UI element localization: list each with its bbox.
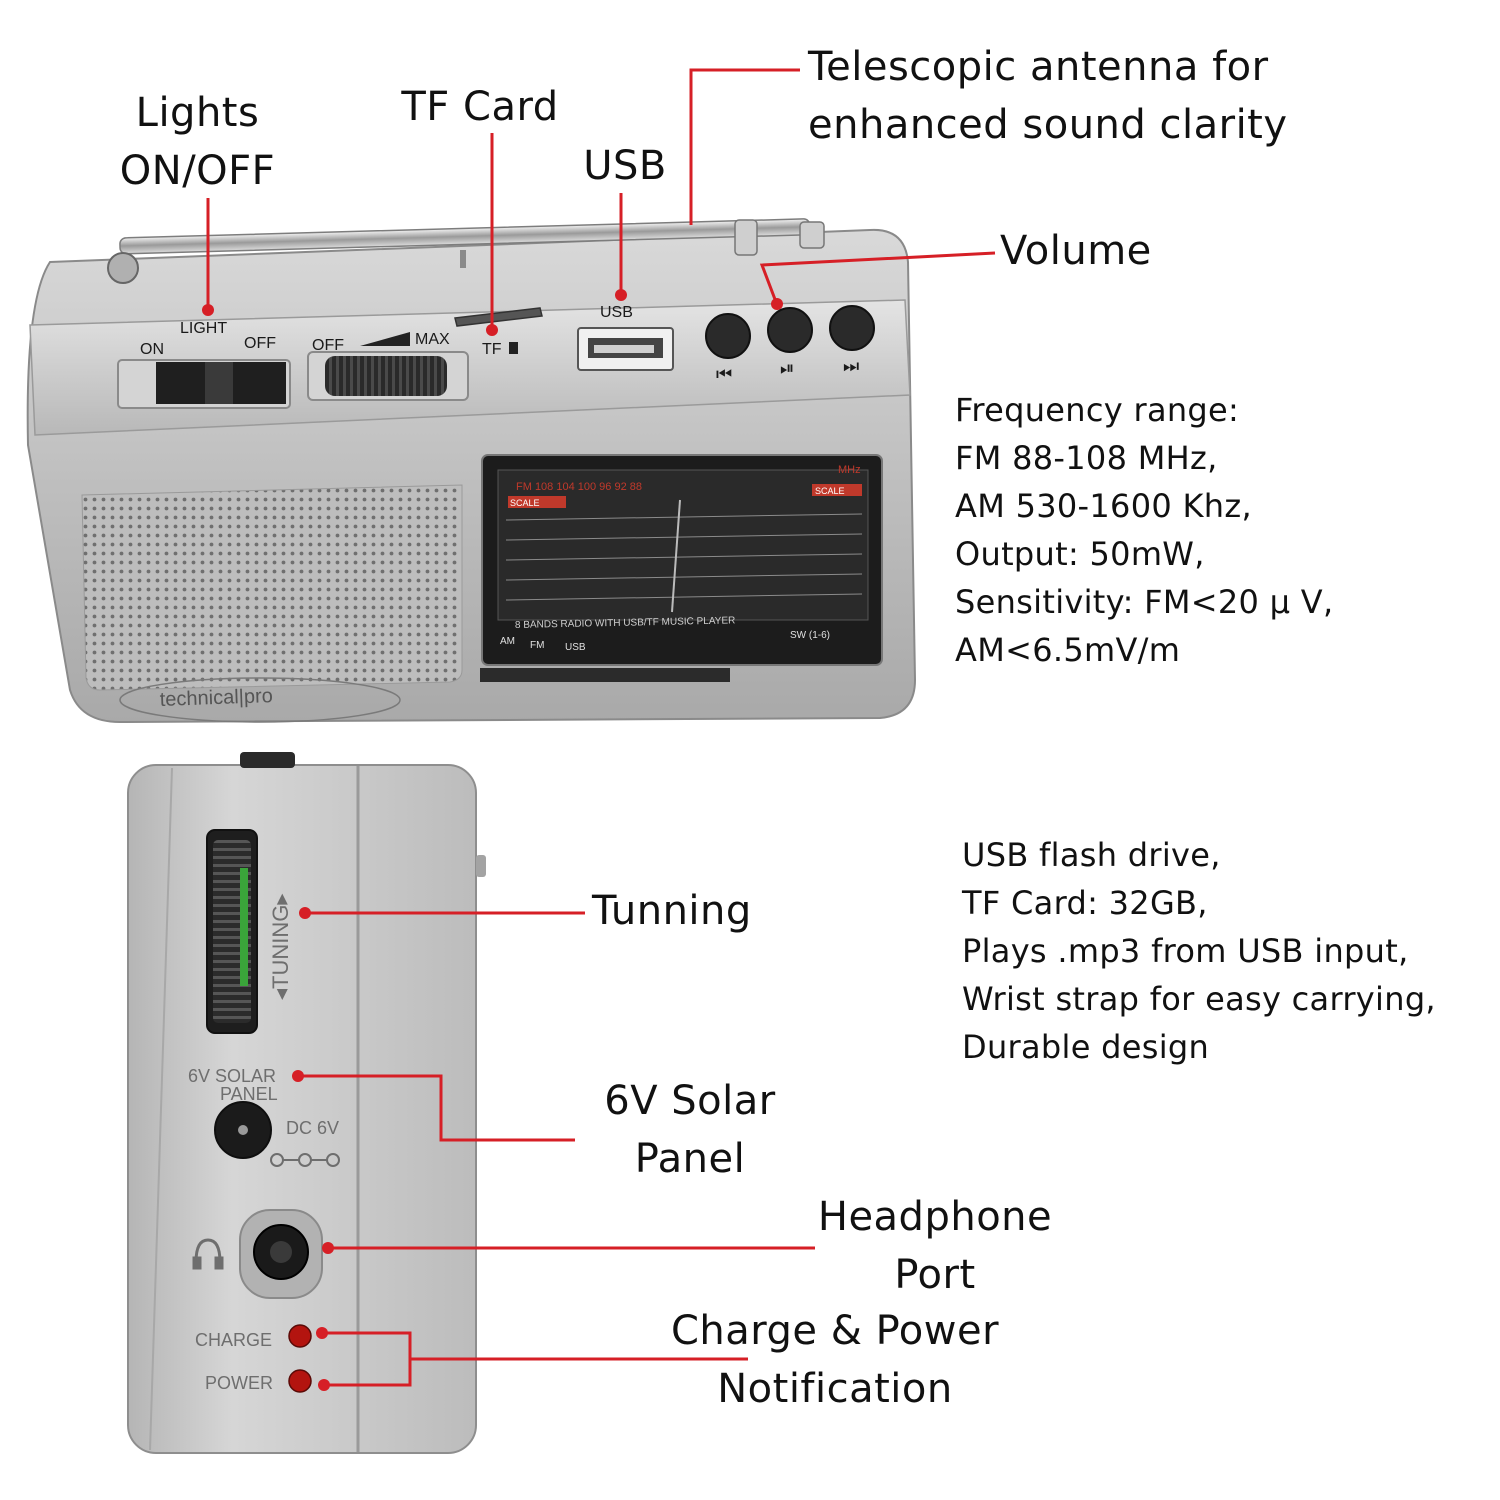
charge-label: CHARGE [195, 1330, 272, 1350]
polarity-icon [270, 1153, 340, 1167]
am-band-text: AM [500, 636, 515, 647]
light-off-label: OFF [244, 335, 276, 352]
solar-leader [298, 1074, 575, 1142]
volume-off-label: OFF [312, 337, 344, 354]
light-on-label: ON [140, 341, 164, 358]
speaker-grille [81, 484, 463, 691]
tuning-dial-panel [480, 454, 883, 682]
usb-band-text: USB [565, 642, 586, 653]
feature-list: USB flash drive, TF Card: 32GB, Plays .m… [962, 836, 1436, 1066]
frequency-specs: Frequency range: FM 88-108 MHz, AM 530-1… [955, 391, 1334, 669]
leader-dots [202, 289, 783, 1391]
headphone-callout: Headphone Port [817, 1194, 1053, 1298]
solar-panel-label-1: 6V SOLAR [188, 1066, 276, 1086]
light-label: LIGHT [180, 320, 227, 337]
play-pause-icon: ⏯ [780, 358, 794, 378]
play-pause-button[interactable] [767, 307, 813, 353]
tuning-wheel[interactable] [206, 829, 258, 1034]
charge-power-callout: Charge & Power Notification [670, 1308, 1000, 1412]
volume-wedge-icon [360, 332, 410, 346]
volume-leader [759, 251, 996, 303]
brand-logo: technical|pro [159, 685, 273, 711]
headphone-dot [322, 1242, 334, 1254]
scale-left-text: SCALE [510, 498, 540, 508]
brand-swoosh [119, 677, 401, 723]
volume-wheel[interactable] [307, 351, 469, 401]
tf-card-icon [509, 342, 518, 354]
charge-dot [316, 1327, 328, 1339]
side-body [127, 764, 477, 1454]
tf-label: TF [482, 341, 502, 358]
volume-max-label: MAX [415, 331, 450, 348]
top-button-nub [240, 752, 295, 768]
dc-jack-pin [238, 1125, 248, 1135]
power-label: POWER [205, 1373, 273, 1393]
radio-front-view: LIGHT ON OFF OFF MAX TF USB ⏮ ⏯ ⏭ [26, 218, 917, 724]
leader-lines [206, 68, 996, 1387]
strap-nub [476, 855, 486, 877]
charge-led [288, 1324, 312, 1348]
band-banner-text: 8 BANDS RADIO WITH USB/TF MUSIC PLAYER [515, 615, 736, 631]
usb-port[interactable] [577, 327, 674, 371]
prev-track-button[interactable] [705, 313, 751, 359]
power-dot [318, 1379, 330, 1391]
solar-dot [292, 1070, 304, 1082]
headphone-jack-hole [270, 1241, 292, 1263]
usb-port-label: USB [600, 304, 633, 321]
tf-card-slot[interactable] [454, 307, 543, 327]
next-track-icon: ⏭ [843, 356, 859, 376]
tunning-dot [299, 907, 311, 919]
solar-callout: 6V Solar Panel [604, 1078, 776, 1182]
telescopic-antenna [107, 218, 825, 284]
sw-range-text: SW (1-6) [790, 630, 830, 641]
lights-callout: Lights ON/OFF [119, 90, 276, 194]
next-track-button[interactable] [829, 305, 875, 351]
solar-panel-label-2: PANEL [220, 1084, 278, 1104]
volume-callout: Volume [1000, 228, 1152, 274]
antenna-leader [689, 68, 800, 225]
antenna-callout: Telescopic antenna for enhanced sound cl… [808, 44, 1288, 148]
power-led [288, 1369, 312, 1393]
radio-side-view: ◂TUNING▸ 6V SOLAR PANEL DC 6V CHARGE POW… [127, 752, 486, 1454]
lights-dot [202, 304, 214, 316]
fm-scale-text: FM 108 104 100 96 92 88 [516, 481, 642, 493]
usb-dot [615, 289, 627, 301]
usb-callout: USB [583, 143, 667, 189]
mhz-text: MHz [838, 464, 861, 476]
tunning-callout: Tunning [592, 888, 752, 934]
tf-card-dot [486, 324, 498, 336]
prev-track-icon: ⏮ [716, 364, 732, 384]
tf-card-callout: TF Card [401, 84, 559, 130]
side-edge [149, 767, 173, 1451]
dc-label: DC 6V [286, 1118, 339, 1138]
scale-right-text: SCALE [815, 486, 845, 496]
fm-band-text: FM [530, 640, 544, 651]
tuning-label: ◂TUNING▸ [268, 894, 293, 1000]
volume-dot [771, 298, 783, 310]
headphone-icon [192, 1238, 224, 1270]
light-switch[interactable] [117, 359, 291, 409]
